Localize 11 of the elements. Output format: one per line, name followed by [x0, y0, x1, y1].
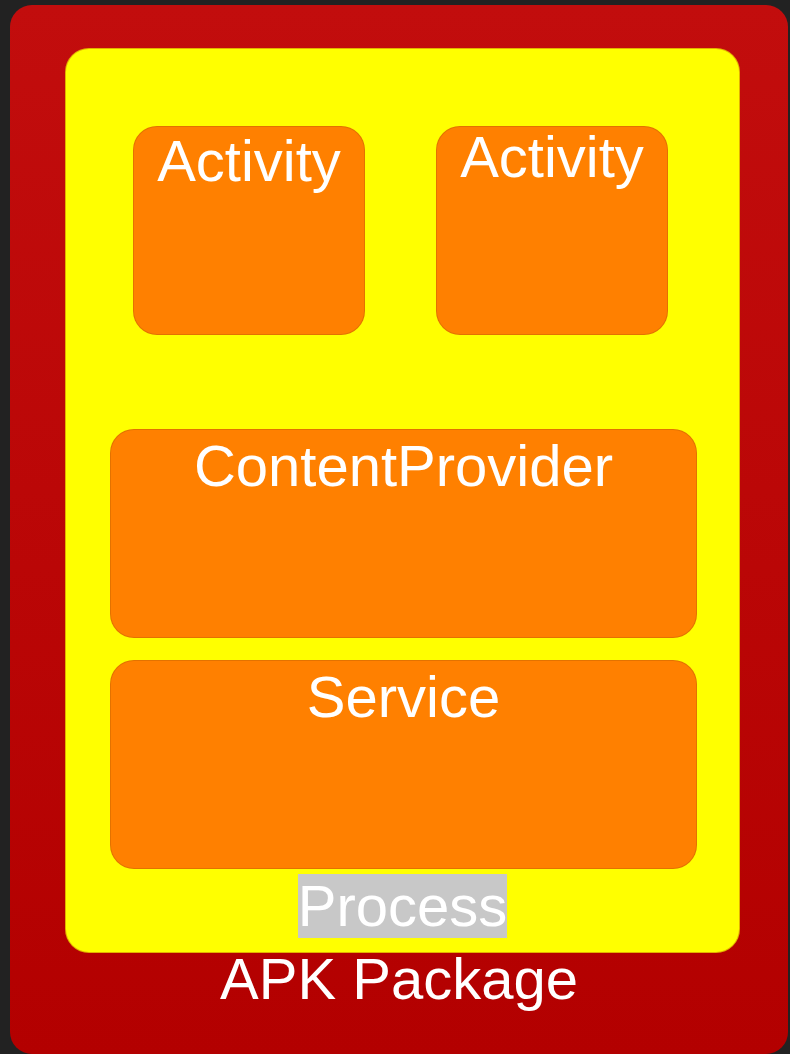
- process-panel: [65, 48, 740, 953]
- component-label: ContentProvider: [193, 434, 614, 498]
- component-box: [133, 126, 365, 335]
- component-label: Service: [306, 665, 501, 729]
- component-box: [110, 429, 697, 638]
- package-label: APK Package: [220, 947, 578, 1011]
- component-label: Activity: [157, 129, 341, 193]
- component-box: [436, 126, 668, 335]
- component-label: Activity: [460, 125, 644, 189]
- package-panel: [10, 5, 788, 1054]
- component-box: [110, 660, 697, 869]
